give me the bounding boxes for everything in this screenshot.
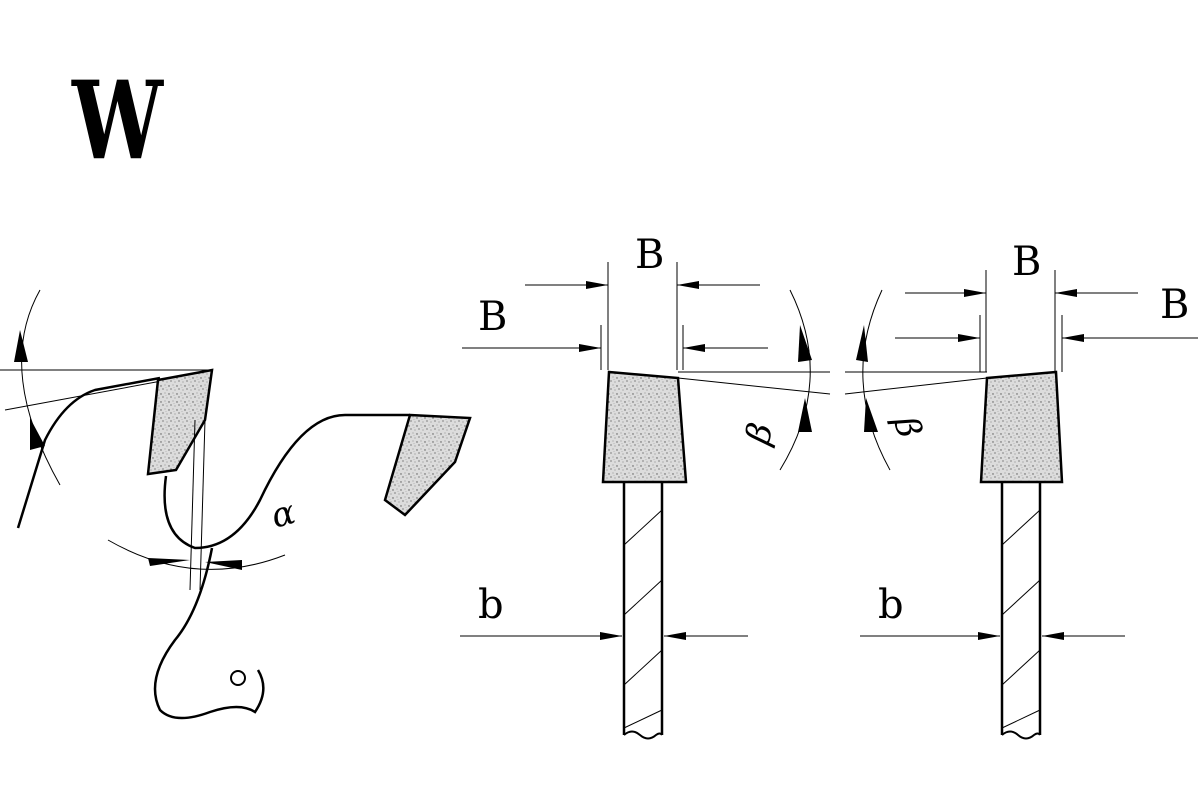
tooth-width-label: B [1160,282,1189,328]
hook-angle-label: α [267,492,300,537]
cross-section-right-bevel: B B β b [844,239,1198,740]
carbide-tip [146,368,214,476]
carbide-tip-section [979,370,1064,484]
expansion-hole [230,670,246,686]
arrow-head [30,418,45,450]
blade-thickness-label: b [478,582,504,628]
arrow-head [205,560,242,570]
arrow-head [798,325,812,362]
hatch-line [1001,579,1041,616]
bevel-angle-arc [862,289,891,471]
bevel-line [677,377,831,395]
lower-body-outline [153,547,265,720]
hatch-line [623,709,663,729]
arrow-head [14,330,28,362]
arrow-head [856,325,868,362]
carbide-tip [383,413,472,517]
angle-arc-left [21,289,61,486]
hatch-line [1001,649,1041,686]
tooth-width-label: B [1012,239,1041,285]
hatch-line [623,579,663,616]
arrow-head [864,398,878,432]
hatch-line [623,509,663,546]
hook-line [199,419,206,591]
blade-thickness-label: b [878,582,904,628]
tooth-profile-view: α [0,289,472,720]
blade-body-outline [16,376,161,529]
profile-code-label: W [71,56,164,184]
tooth-width-label: B [478,294,507,340]
bevel-line [844,377,988,395]
hook-line [189,419,196,591]
arrow-head [148,558,190,566]
break-line [623,730,663,740]
bevel-angle-label: β [737,419,781,450]
bevel-angle-label: β [885,411,929,442]
tooth-width-label: B [635,232,664,278]
arrow-head [798,398,812,432]
hatch-line [1001,509,1041,546]
carbide-tip-section [601,370,688,484]
bevel-angle-arc [779,289,811,471]
hatch-line [1001,709,1041,729]
hook-angle-arc [107,539,286,570]
gullet-outline [163,413,410,550]
cross-section-left-bevel: B B β b [460,232,831,740]
break-line [1001,730,1041,740]
hatch-line [623,649,663,686]
